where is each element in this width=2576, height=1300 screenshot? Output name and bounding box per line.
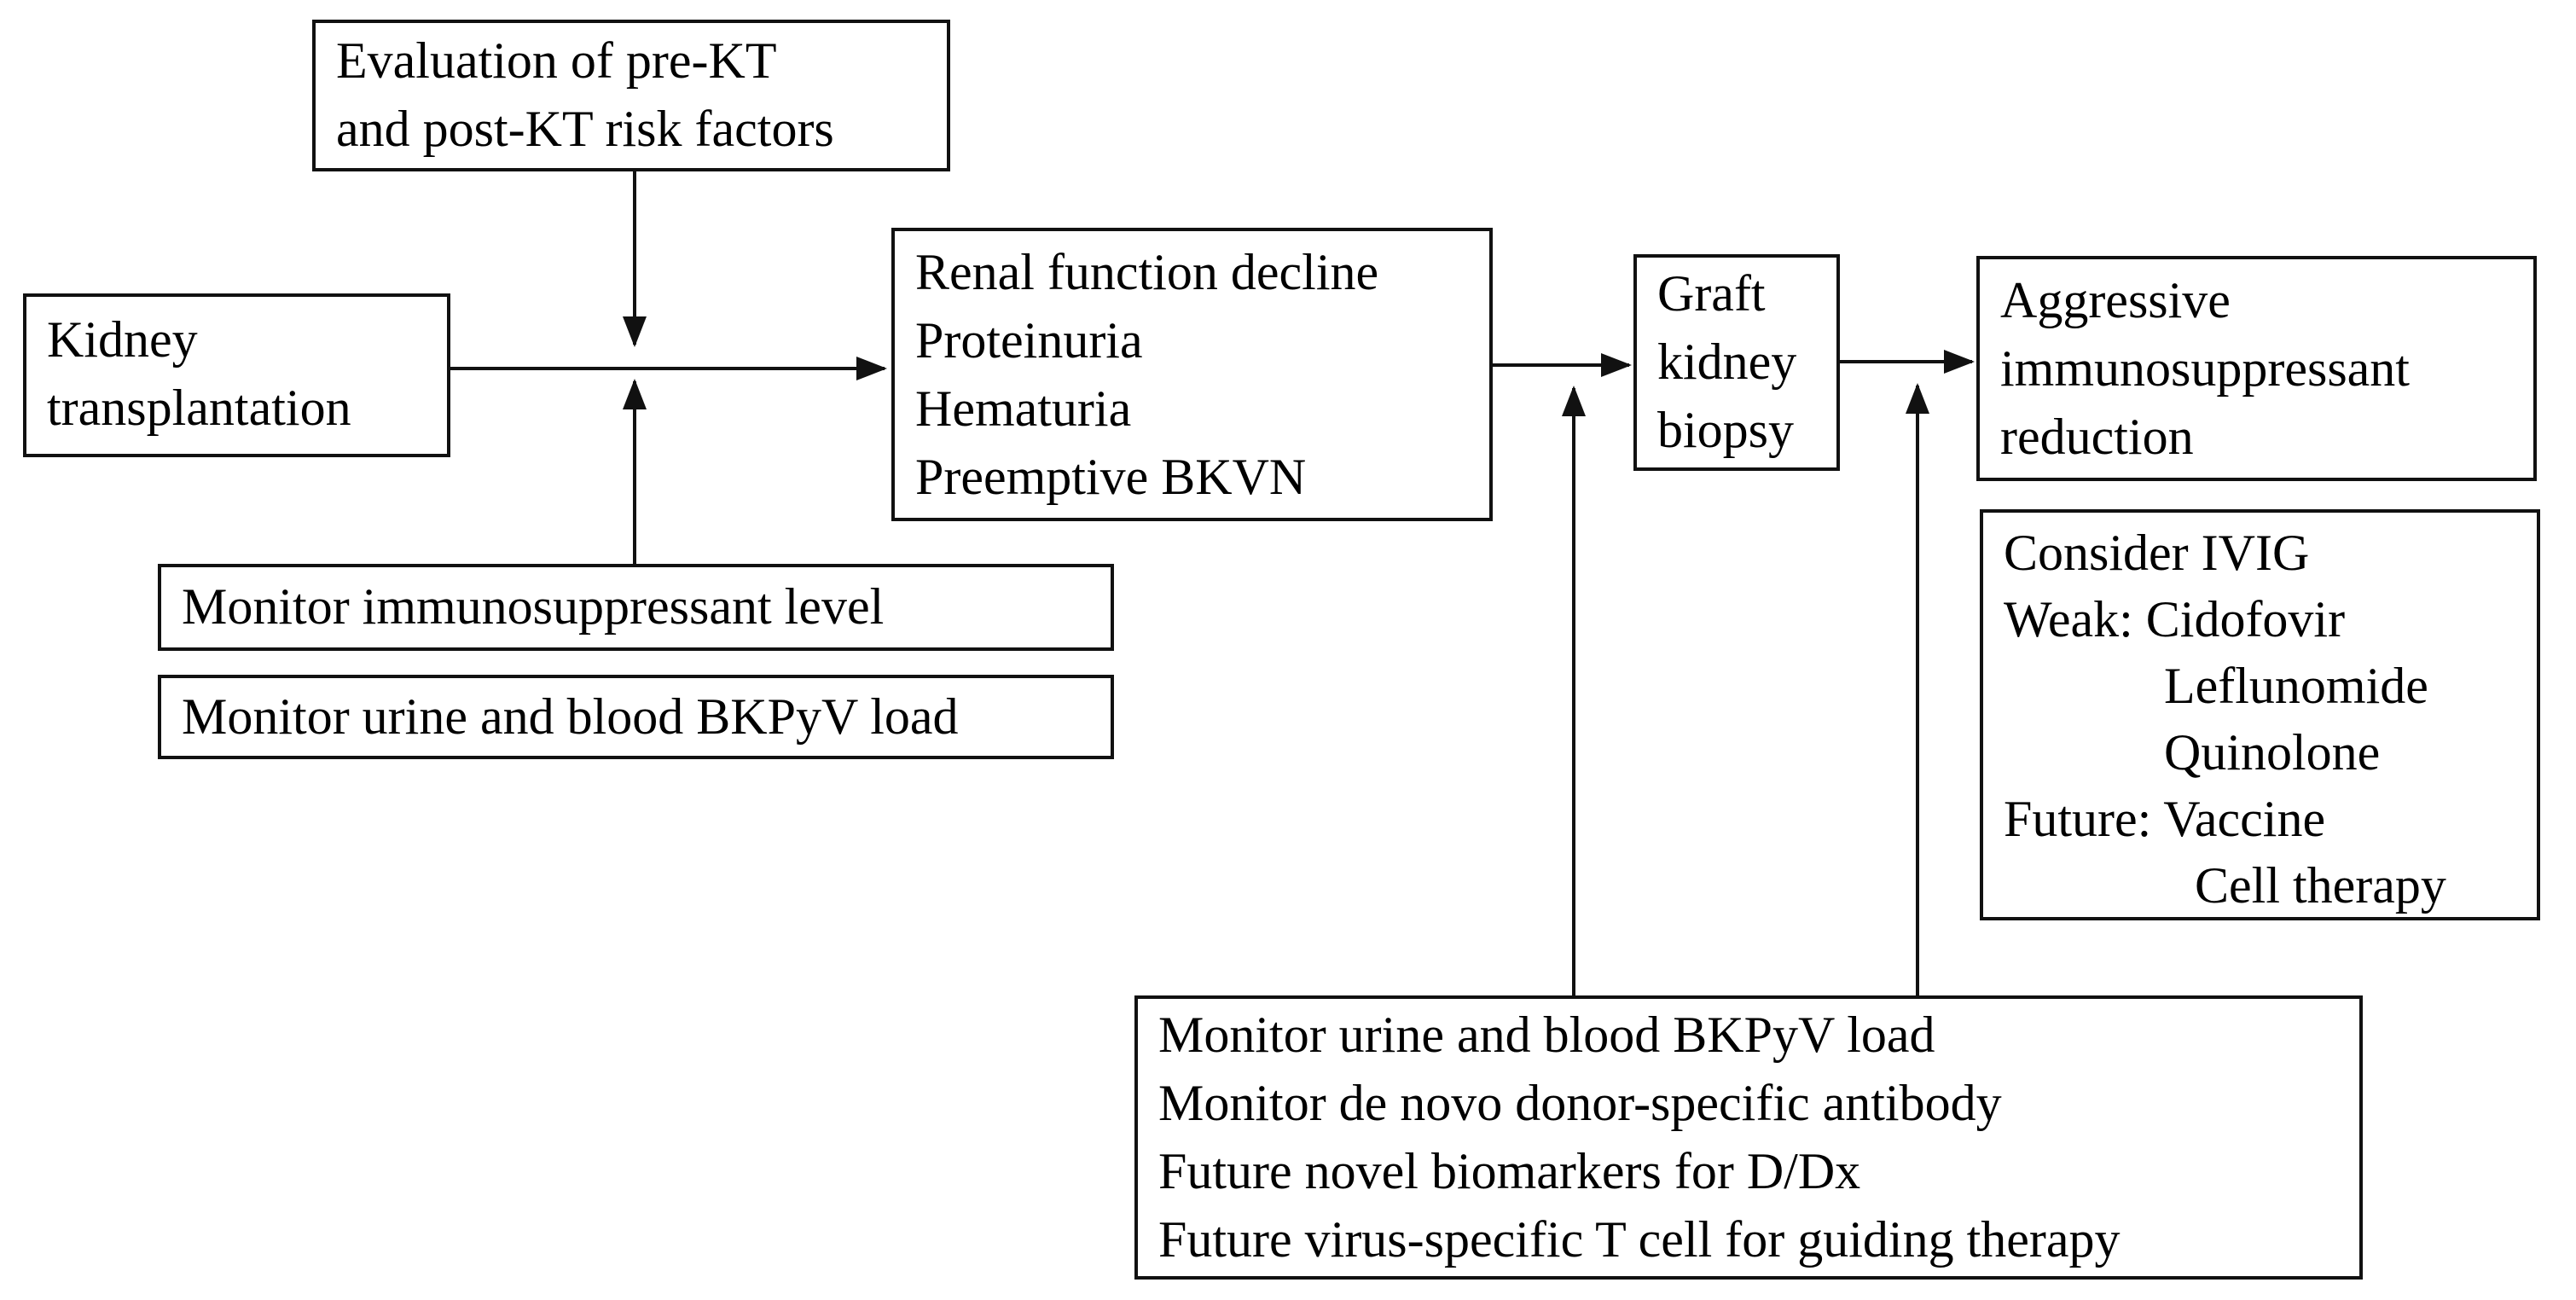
box-line: reduction bbox=[2000, 409, 2194, 465]
box-line: Monitor urine and blood BKPyV load bbox=[182, 688, 959, 745]
box-line: biopsy bbox=[1657, 402, 1795, 458]
box-monitor-bkpyv-load: Monitor urine and blood BKPyV load bbox=[158, 675, 1114, 759]
box-line: Monitor urine and blood BKPyV load bbox=[1158, 1007, 1935, 1063]
box-line: Future novel biomarkers for D/Dx bbox=[1158, 1143, 1861, 1199]
box-line: Evaluation of pre-KT bbox=[336, 32, 777, 89]
box-kidney-transplantation: Kidney transplantation bbox=[23, 293, 450, 457]
box-line: Future: Vaccine bbox=[2004, 791, 2326, 847]
box-line: Preemptive BKVN bbox=[915, 449, 1307, 505]
box-line: Future virus-specific T cell for guiding… bbox=[1158, 1211, 2121, 1268]
box-line: Kidney bbox=[47, 311, 198, 368]
box-line: and post-KT risk factors bbox=[336, 101, 834, 157]
box-line: Quinolone bbox=[2164, 724, 2381, 781]
box-line: transplantation bbox=[47, 380, 351, 436]
box-line: Proteinuria bbox=[915, 312, 1143, 369]
box-line: Monitor immunosuppressant level bbox=[182, 578, 885, 635]
box-followup-monitoring: Monitor urine and blood BKPyV load Monit… bbox=[1134, 995, 2363, 1280]
box-line: Consider IVIG bbox=[2004, 525, 2310, 581]
box-line: Weak: Cidofovir bbox=[2004, 591, 2346, 647]
box-aggressive-reduction: Aggressive immunosuppressant reduction bbox=[1976, 256, 2537, 481]
box-evaluation-risk-factors: Evaluation of pre-KT and post-KT risk fa… bbox=[312, 20, 950, 171]
box-line: Aggressive bbox=[2000, 272, 2231, 328]
box-line: Hematuria bbox=[915, 380, 1132, 437]
box-line: immunosuppressant bbox=[2000, 340, 2410, 397]
box-adjunct-therapies: Consider IVIG Weak: Cidofovir Leflunomid… bbox=[1980, 509, 2540, 920]
box-line: Monitor de novo donor-specific antibody bbox=[1158, 1075, 2002, 1131]
box-graft-kidney-biopsy: Graft kidney biopsy bbox=[1633, 254, 1840, 471]
box-line: Renal function decline bbox=[915, 244, 1379, 300]
box-line: kidney bbox=[1657, 334, 1797, 390]
box-monitor-immunosuppressant-level: Monitor immunosuppressant level bbox=[158, 564, 1114, 651]
box-line: Cell therapy bbox=[2195, 857, 2446, 914]
box-line: Leflunomide bbox=[2164, 658, 2428, 714]
box-line: Graft bbox=[1657, 265, 1766, 322]
box-clinical-presentation: Renal function decline Proteinuria Hemat… bbox=[891, 228, 1493, 521]
